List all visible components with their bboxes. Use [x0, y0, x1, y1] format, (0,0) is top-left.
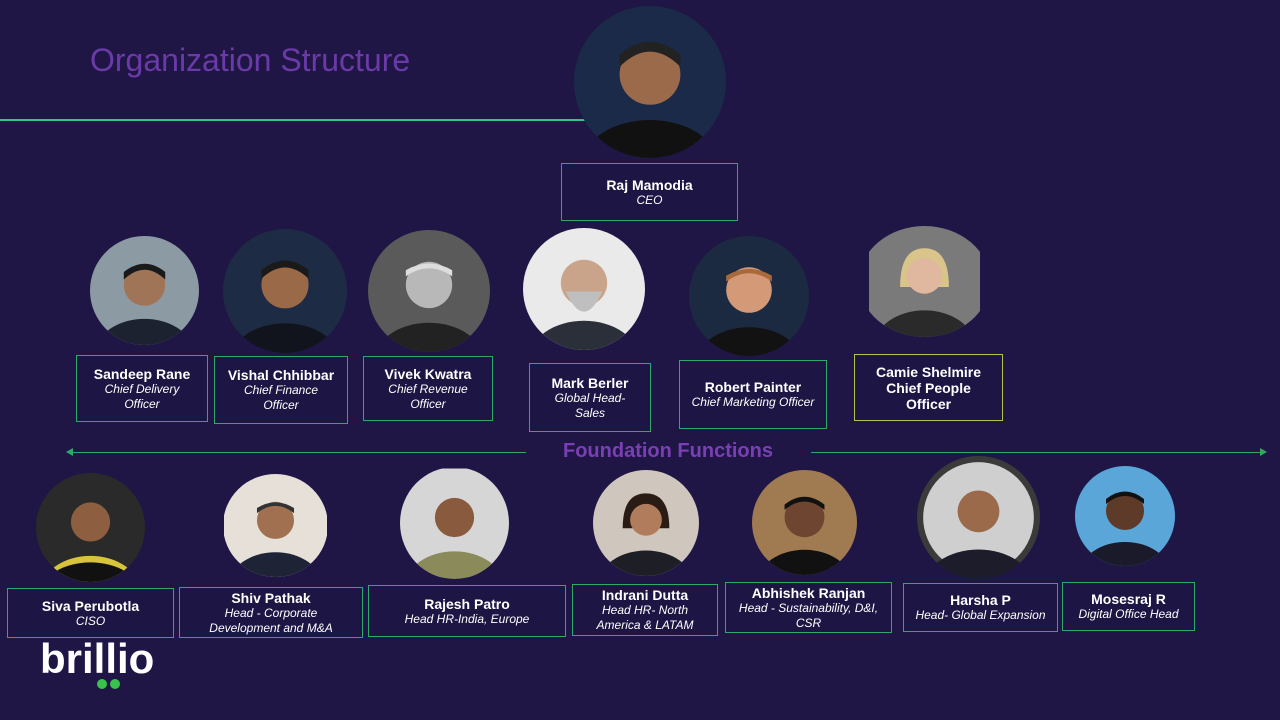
foundation-role: CISO — [75, 613, 106, 628]
foundation-name: Abhishek Ranjan — [751, 584, 866, 601]
executive-name: Mark Berler — [551, 374, 629, 391]
foundation-photo — [1075, 466, 1175, 566]
foundation-name: Shiv Pathak — [231, 589, 311, 606]
foundation-card: Harsha P Head- Global Expansion — [903, 583, 1058, 632]
executive-name: Robert Painter — [704, 379, 802, 395]
brillio-logo: brillio — [40, 635, 162, 695]
foundation-divider-left — [72, 452, 526, 453]
title-divider — [0, 119, 585, 121]
foundation-photo — [400, 467, 509, 579]
foundation-card: Abhishek Ranjan Head - Sustainability, D… — [725, 582, 892, 633]
foundation-name: Siva Perubotla — [41, 597, 140, 614]
executive-role: Chief Finance Officer — [243, 383, 319, 412]
foundation-card: Mosesraj R Digital Office Head — [1062, 582, 1195, 631]
page-title: Organization Structure — [90, 42, 411, 78]
foundation-role: Head - Corporate Development and M&A — [209, 605, 333, 635]
foundation-photo — [223, 474, 328, 577]
arrow-right-icon — [1260, 448, 1267, 456]
foundation-photo — [593, 470, 699, 576]
executive-card: Camie Shelmire Chief People Officer — [854, 354, 1003, 421]
foundation-divider-right — [811, 452, 1261, 453]
executive-name: Camie Shelmire — [875, 363, 982, 380]
executive-photo — [223, 229, 347, 353]
ceo-role: CEO — [636, 192, 663, 207]
foundation-role: Head HR-India, Europe — [404, 611, 530, 626]
logo-text: brillio — [40, 635, 154, 682]
foundation-role: Head - Sustainability, D&I, CSR — [738, 600, 879, 630]
foundation-card: Siva Perubotla CISO — [7, 588, 174, 638]
foundation-photo — [752, 470, 857, 575]
foundation-role: Head HR- North America & LATAM — [596, 603, 694, 632]
ceo-name: Raj Mamodia — [606, 176, 693, 193]
ceo-card: Raj Mamodia CEO — [561, 163, 738, 221]
executive-card: Vivek Kwatra Chief Revenue Officer — [363, 356, 493, 421]
executive-photo — [689, 236, 809, 356]
foundation-functions-label: Foundation Functions — [563, 440, 773, 462]
foundation-card: Rajesh Patro Head HR-India, Europe — [368, 585, 566, 637]
executive-card: Sandeep Rane Chief Delivery Officer — [76, 355, 208, 422]
foundation-name: Mosesraj R — [1091, 591, 1166, 607]
executive-role: Chief Marketing Officer — [691, 395, 815, 409]
executive-role: Chief Revenue Officer — [388, 381, 468, 411]
executive-role: Chief People Officer — [886, 379, 971, 412]
executive-card: Robert Painter Chief Marketing Officer — [679, 360, 827, 429]
foundation-name: Harsha P — [950, 592, 1011, 608]
executive-role: Global Head- Sales — [554, 390, 626, 420]
foundation-card: Indrani Dutta Head HR- North America & L… — [572, 584, 718, 636]
executive-name: Vishal Chhibbar — [227, 367, 335, 383]
foundation-name: Rajesh Patro — [424, 595, 510, 612]
executive-role: Chief Delivery Officer — [104, 381, 180, 411]
executive-name: Vivek Kwatra — [384, 365, 472, 382]
executive-photo — [368, 230, 490, 352]
executive-photo — [859, 226, 990, 337]
executive-card: Mark Berler Global Head- Sales — [529, 363, 651, 432]
foundation-role: Head- Global Expansion — [915, 608, 1046, 622]
foundation-name: Indrani Dutta — [601, 587, 689, 603]
foundation-card: Shiv Pathak Head - Corporate Development… — [179, 587, 363, 638]
foundation-photo — [36, 473, 145, 582]
foundation-photo — [917, 456, 1040, 579]
ceo-photo — [574, 6, 726, 158]
foundation-role: Digital Office Head — [1078, 607, 1179, 621]
executive-name: Sandeep Rane — [93, 365, 191, 382]
executive-photo — [90, 236, 199, 345]
executive-photo — [523, 228, 645, 350]
arrow-left-icon — [66, 448, 73, 456]
executive-card: Vishal Chhibbar Chief Finance Officer — [214, 356, 348, 424]
